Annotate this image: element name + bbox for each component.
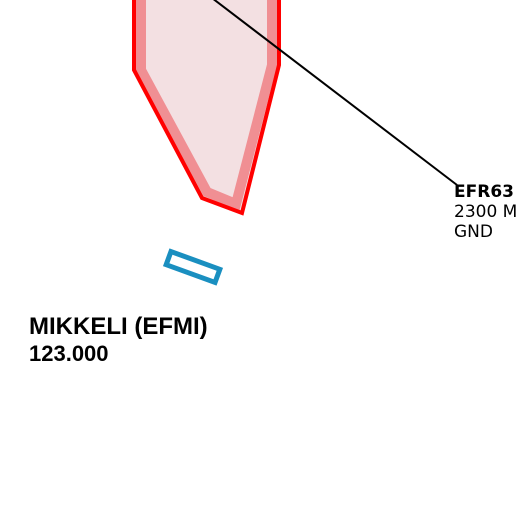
airport-name: MIKKELI (EFMI) [29,313,208,340]
runway-symbol[interactable] [162,248,224,286]
airspace-label[interactable]: EFR63 2300 M GND [454,182,517,242]
airport-label[interactable]: MIKKELI (EFMI) 123.000 [29,313,208,367]
runway-outline [162,248,224,286]
restricted-area-inner-band [136,0,277,211]
airspace-leader-line [212,0,458,186]
airspace-upper-limit: 2300 M [454,202,517,222]
airspace-id: EFR63 [454,182,514,202]
airspace-lower-limit: GND [454,222,493,242]
airport-frequency: 123.000 [29,341,109,366]
restricted-airspace-efr63[interactable] [132,0,281,216]
restricted-area-outline [132,0,281,216]
